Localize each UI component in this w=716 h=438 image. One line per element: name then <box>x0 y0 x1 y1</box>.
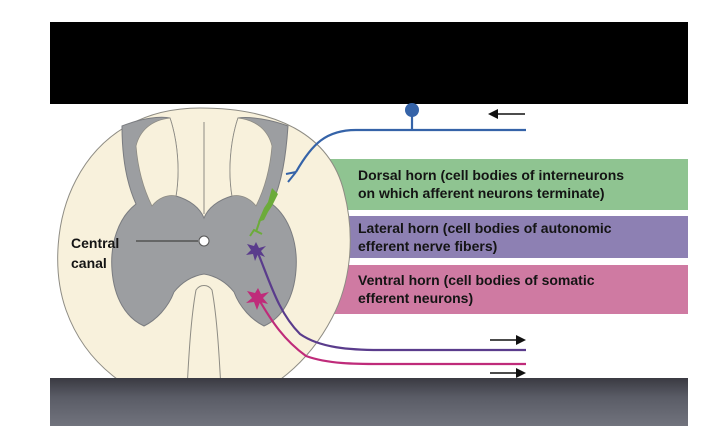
dorsal-horn-label: Dorsal horn (cell bodies of interneurons… <box>264 159 688 210</box>
interneuron-dendrite <box>249 219 263 237</box>
ventral-horn-label-line-1: Ventral horn (cell bodies of somatic <box>358 272 595 288</box>
somatic-neuron-body <box>246 288 269 310</box>
right-arrow-icon <box>490 335 526 345</box>
afferent-terminal <box>285 171 297 183</box>
dorsal-horn-label-line-1: Dorsal horn (cell bodies of interneurons <box>358 167 625 183</box>
dorsal-column-right <box>229 117 273 207</box>
left-arrow-icon <box>488 109 525 119</box>
spinal-cord-diagram <box>57 103 688 412</box>
dorsal-column-left <box>135 117 179 207</box>
bottom-gradient-bar <box>50 378 688 426</box>
interneuron-body <box>258 188 278 222</box>
ventral-horn-label-line-2: efferent neurons) <box>358 290 474 306</box>
lateral-horn-label-line-1: Lateral horn (cell bodies of autonomic <box>358 220 612 236</box>
somatic-efferent-fiber <box>257 297 526 366</box>
top-black-bar <box>50 22 688 104</box>
autonomic-efferent-fiber <box>254 247 526 352</box>
dorsal-horn-label-line-2: on which afferent neurons terminate) <box>358 185 605 201</box>
afferent-neuron-fiber <box>295 128 526 173</box>
central-canal <box>198 235 210 247</box>
right-arrow-icon <box>490 368 526 378</box>
central-canal-label-line-1: Central <box>71 235 120 251</box>
lateral-horn-label-line-2: efferent nerve fibers) <box>358 238 498 254</box>
slide: Dorsal horn (cell bodies of interneurons… <box>50 22 688 426</box>
lateral-horn-label: Lateral horn (cell bodies of autonomic e… <box>264 216 688 258</box>
ventral-median-fissure <box>185 285 223 409</box>
central-canal-label: Central canal <box>71 233 119 273</box>
afferent-cell-body <box>405 103 419 117</box>
central-canal-label-line-2: canal <box>71 255 107 271</box>
ventral-horn-label: Ventral horn (cell bodies of somatic eff… <box>264 265 688 314</box>
autonomic-neuron-body <box>246 242 266 261</box>
